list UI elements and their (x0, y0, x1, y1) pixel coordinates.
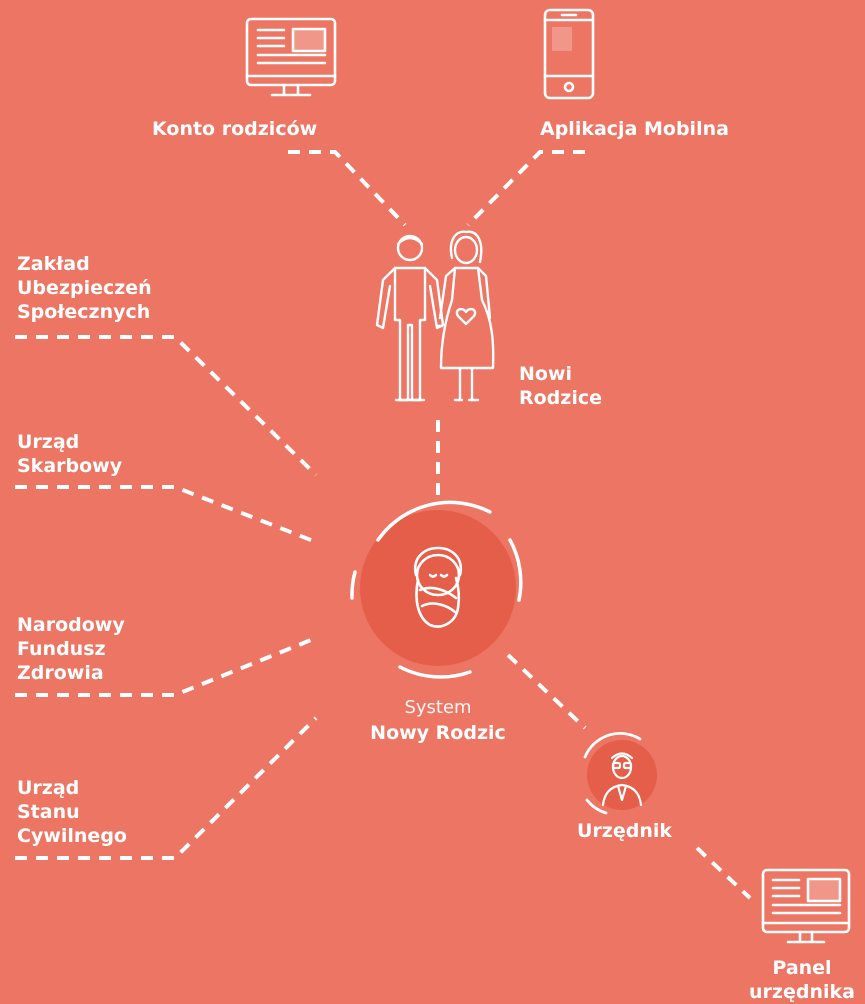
connector-us (15, 485, 317, 544)
connector-system-clerk (506, 653, 587, 730)
clerk-avatar-icon (601, 752, 643, 807)
connector-parent-account (288, 150, 407, 227)
mobile-app-label: Aplikacja Mobilna (540, 118, 729, 140)
connector-clerk-panel (695, 846, 752, 900)
clerk-label: Urzędnik (577, 820, 673, 842)
institution-usc-label: Urząd Stanu Cywilnego (17, 777, 127, 847)
swaddled-baby-icon (413, 546, 463, 628)
connector-nfz (15, 636, 317, 697)
system-title: Nowy Rodzic (370, 722, 506, 744)
monitor-icon (761, 868, 851, 944)
institution-zus-label: Zakład Ubezpieczeń Społecznych (17, 253, 152, 323)
monitor-icon (245, 17, 337, 97)
clerk-node (583, 732, 657, 815)
couple-icon (375, 230, 495, 402)
connector-mobile-app (466, 150, 585, 227)
institution-nfz-label: Narodowy Fundusz Zdrowia (17, 614, 125, 684)
smartphone-icon (543, 8, 595, 100)
system-node (350, 500, 523, 679)
connector-usc (15, 716, 318, 860)
connector-zus (15, 335, 318, 477)
new-parents-label: Nowi Rodzice (519, 363, 603, 409)
parent-account-label: Konto rodziców (152, 118, 318, 140)
clerk-panel-label: Panel urzędnika (749, 957, 855, 1003)
system-subtitle: System (404, 697, 472, 718)
institution-us-label: Urząd Skarbowy (17, 431, 123, 477)
